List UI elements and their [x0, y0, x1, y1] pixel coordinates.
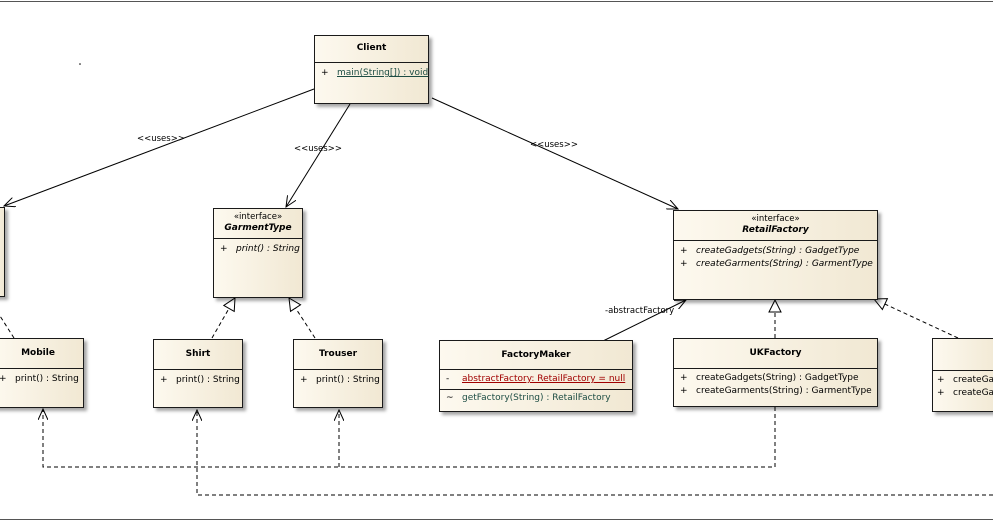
stereotype-label: «interface» — [751, 214, 800, 224]
class-header: Trouser — [294, 340, 382, 370]
class-trouser[interactable]: Trouser + print() : String — [293, 339, 383, 408]
stray-dot — [79, 63, 81, 65]
realization-mobile — [0, 315, 15, 339]
visibility-marker: + — [220, 244, 228, 254]
operation-row: + print() : String — [300, 374, 380, 387]
operation-row: ~ getFactory(String) : RetailFactory — [446, 392, 626, 405]
dependency-ukfactory-mobile — [43, 407, 776, 468]
visibility-marker: + — [300, 375, 308, 385]
class-name: Client — [356, 43, 387, 53]
operation-row: + print() : String — [220, 243, 300, 256]
class-header: Shirt — [154, 340, 242, 370]
class-shirt[interactable]: Shirt + print() : String — [153, 339, 243, 408]
interface-garmenttype[interactable]: «interface» GarmentType + print() : Stri… — [213, 208, 303, 298]
operation-row: + createGadgets(String) : GadgetType — [680, 245, 871, 258]
class-factorymaker[interactable]: FactoryMaker - abstractFactory: RetailFa… — [439, 340, 633, 412]
operation-signature: main(String[]) : void — [337, 68, 429, 78]
uses-label-right: <<uses>> — [530, 140, 578, 150]
class-header: «interface» RetailFactory — [674, 211, 877, 241]
class-header: FactoryMaker — [440, 341, 632, 370]
operations-compartment: + print() : String — [214, 239, 302, 260]
operations-compartment: ~ getFactory(String) : RetailFactory — [440, 389, 632, 407]
operation-row: + createGarments(String) : GarmentType — [680, 385, 872, 398]
operation-signature: getFactory(String) : RetailFactory — [462, 393, 611, 403]
operation-signature: createGadgets(String) : GadgetType — [696, 373, 859, 383]
operation-row: + createGadgets(String) : GadgetType — [680, 372, 871, 385]
operations-compartment: + createGadgets(String) : GadgetType + c… — [674, 241, 877, 275]
operation-row: + print() : String — [0, 373, 79, 386]
operation-signature: createGa — [953, 388, 993, 398]
class-header: «interface» GarmentType — [214, 209, 302, 239]
visibility-marker: + — [321, 68, 329, 78]
visibility-marker: ~ — [446, 393, 454, 403]
operations-compartment: + print() : String — [154, 370, 242, 391]
uses-dependency-garmenttype — [286, 103, 351, 207]
class-name: Trouser — [318, 349, 358, 359]
operation-signature: createGarments(String) : GarmentType — [696, 386, 872, 396]
operation-signature: createGa — [953, 375, 993, 385]
operations-compartment: + print() : String — [294, 370, 382, 391]
operation-row: + main(String[]) : void — [321, 67, 428, 80]
class-client[interactable]: Client + main(String[]) : void — [314, 35, 429, 104]
operations-compartment: + print() : String — [0, 369, 83, 390]
attributes-compartment: - abstractFactory: RetailFactory = null — [440, 370, 632, 389]
realization-shirt — [211, 298, 235, 339]
operation-signature: createGadgets(String) : GadgetType — [696, 246, 860, 256]
class-header: Client — [315, 36, 428, 63]
operation-signature: print() : String — [316, 375, 380, 385]
operation-signature: createGarments(String) : GarmentType — [696, 259, 873, 269]
class-ukfactory[interactable]: UKFactory + createGadgets(String) : Gadg… — [673, 338, 878, 407]
operation-row: + createGa — [937, 374, 993, 387]
realization-partial-factory — [874, 299, 959, 339]
uses-dependency-retailfactory — [431, 97, 678, 209]
uses-dependency-left — [4, 88, 315, 206]
interface-retailfactory[interactable]: «interface» RetailFactory + createGadget… — [673, 210, 878, 300]
frame-bottom-rule — [0, 519, 993, 520]
uses-label-left: <<uses>> — [137, 134, 185, 144]
association-abstractfactory — [602, 300, 686, 342]
class-mobile[interactable]: Mobile + print() : String — [0, 338, 84, 408]
operation-signature: print() : String — [236, 244, 300, 254]
stereotype-label: «interface» — [233, 212, 283, 222]
visibility-marker: + — [160, 375, 168, 385]
class-name: Shirt — [185, 349, 211, 359]
visibility-marker: + — [937, 388, 945, 398]
class-header: Mobile — [0, 339, 83, 369]
operation-signature: print() : String — [15, 374, 79, 384]
attribute-row: - abstractFactory: RetailFactory = null — [446, 373, 626, 386]
visibility-marker: + — [0, 374, 7, 384]
visibility-marker: + — [680, 373, 688, 383]
class-partial-left — [0, 207, 5, 297]
class-header: UKFactory — [674, 339, 877, 369]
visibility-marker: - — [446, 374, 450, 384]
frame-top-rule — [0, 1, 993, 2]
class-name: Mobile — [21, 348, 55, 358]
class-partial-factory[interactable]: + createGa + createGa — [932, 338, 993, 412]
visibility-marker: + — [680, 386, 688, 396]
attribute-signature: abstractFactory: RetailFactory = null — [462, 374, 626, 384]
abstractfactory-role-label: -abstractFactory — [605, 306, 675, 316]
class-name: UKFactory — [749, 348, 802, 358]
operation-signature: print() : String — [176, 375, 240, 385]
class-name: FactoryMaker — [501, 350, 571, 360]
visibility-marker: + — [937, 375, 945, 385]
visibility-marker: + — [680, 246, 688, 256]
visibility-marker: + — [680, 259, 688, 269]
operation-row: + print() : String — [160, 374, 240, 387]
operation-row: + createGa — [937, 387, 993, 400]
realization-trouser — [289, 298, 316, 339]
operation-row: + createGarments(String) : GarmentType — [680, 258, 873, 271]
operations-compartment: + main(String[]) : void — [315, 63, 428, 84]
uses-label-middle: <<uses>> — [294, 144, 342, 154]
dependency-partial-shirt — [197, 410, 993, 496]
class-name: RetailFactory — [742, 225, 809, 235]
class-header — [933, 339, 993, 371]
operations-compartment: + createGa + createGa — [933, 371, 993, 403]
class-name: GarmentType — [224, 223, 292, 233]
operations-compartment: + createGadgets(String) : GadgetType + c… — [674, 369, 877, 401]
